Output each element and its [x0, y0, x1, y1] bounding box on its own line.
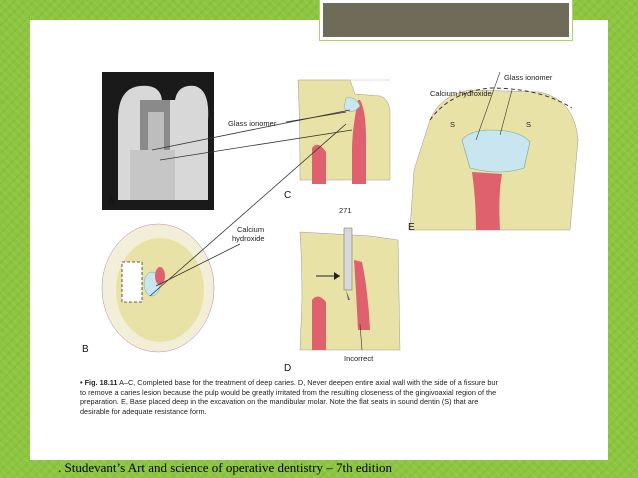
panel-d-tooth — [299, 227, 401, 351]
label-seat-s-right: S — [526, 120, 532, 129]
source-citation: . Studevant’s Art and science of operati… — [58, 460, 392, 475]
label-calcium-hydroxide-1: Calcium — [237, 225, 265, 234]
panel-e-tooth — [409, 71, 579, 231]
label-incorrect: Incorrect — [344, 354, 374, 363]
label-bur-number: 271 — [339, 206, 352, 215]
panel-c-tooth — [297, 79, 391, 184]
label-calcium-hydroxide-top: Calcium hydroxide — [430, 89, 492, 98]
label-glass-ionomer-left: Glass ionomer — [228, 119, 277, 128]
panel-letter-b: B — [82, 344, 89, 355]
label-calcium-hydroxide-2: hydroxide — [232, 234, 265, 243]
figure-caption: • Fig. 18.11 A–C, Completed base for the… — [80, 378, 500, 416]
title-box — [319, 0, 573, 41]
panel-b-tooth — [101, 223, 215, 353]
label-glass-ionomer-right: Glass ionomer — [504, 73, 553, 82]
panel-letter-e: E — [408, 222, 415, 233]
figure-caption-text: A–C, Completed base for the treatment of… — [80, 378, 498, 416]
leader-lines — [149, 109, 353, 297]
panel-letter-c: C — [284, 190, 292, 201]
label-seat-s-left: S — [450, 120, 456, 129]
figure-number: • Fig. 18.11 — [80, 378, 118, 387]
panel-letter-d: D — [284, 363, 292, 374]
panel-letter-a: A — [108, 196, 115, 207]
